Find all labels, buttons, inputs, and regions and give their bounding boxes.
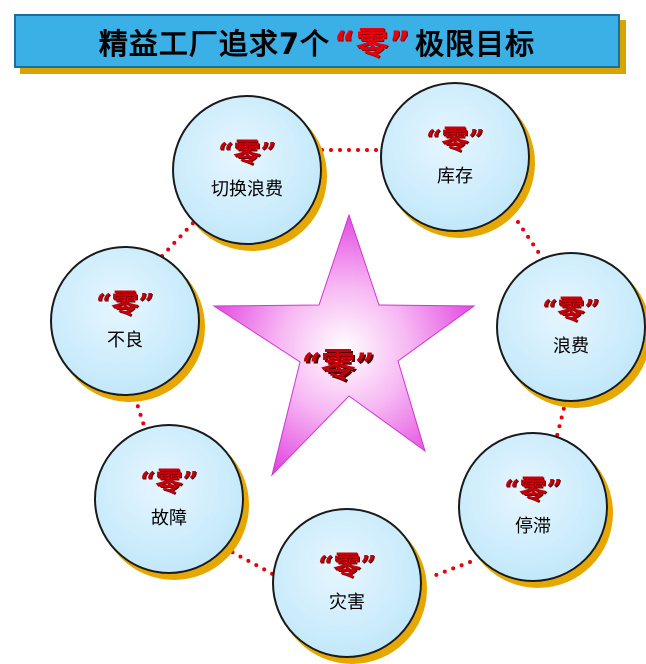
goal-zero-label: “零” <box>425 125 485 157</box>
goal-zero-label: “零” <box>95 289 155 321</box>
goal-circle-waste: “零” 浪费 <box>496 252 646 402</box>
goal-circle-stagnation: “零” 停滞 <box>458 432 608 582</box>
goal-zero-label: “零” <box>217 138 277 170</box>
title-zero: “零” <box>334 24 412 62</box>
connector-2-3 <box>516 220 547 264</box>
goal-name: 浪费 <box>553 335 589 357</box>
goal-circle-breakdown: “零” 故障 <box>94 424 244 574</box>
center-zero-label: “零” <box>301 346 375 386</box>
goal-name: 不良 <box>107 329 143 351</box>
title-prefix: 精益工厂追求7个 <box>98 27 331 61</box>
connector-6-7 <box>130 386 148 434</box>
goal-name: 停滞 <box>515 515 551 537</box>
goal-circle-disaster: “零” 灾害 <box>272 508 422 658</box>
goal-circle-defect: “零” 不良 <box>50 246 200 396</box>
goal-zero-label: “零” <box>139 467 199 499</box>
connector-7-1 <box>160 220 196 258</box>
goal-name: 切换浪费 <box>211 178 283 200</box>
connector-4-5 <box>426 560 472 580</box>
connector-3-4 <box>554 398 568 442</box>
goal-circle-changeover: “零” 切换浪费 <box>172 95 322 245</box>
goal-zero-label: “零” <box>541 295 601 327</box>
star-shape <box>212 213 476 477</box>
title-suffix: 极限目标 <box>415 27 536 61</box>
title-banner: 精益工厂追求7个“零”极限目标 <box>14 14 620 68</box>
goal-circle-inventory: “零” 库存 <box>380 82 530 232</box>
title-text: 精益工厂追求7个“零”极限目标 <box>99 18 535 64</box>
goal-name: 灾害 <box>329 591 365 613</box>
goal-zero-label: “零” <box>503 475 563 507</box>
goal-name: 库存 <box>437 165 473 187</box>
goal-name: 故障 <box>151 507 187 529</box>
goal-zero-label: “零” <box>317 551 377 583</box>
